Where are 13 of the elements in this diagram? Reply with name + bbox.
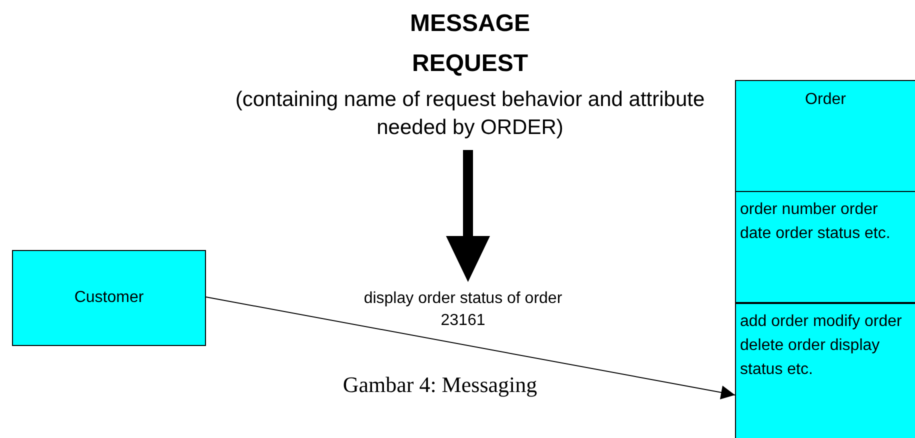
- message-title: MESSAGE REQUEST: [408, 9, 532, 79]
- edge-label: display order status of order 23161: [362, 289, 564, 331]
- member-list: add order modify order delete order display status etc.: [740, 310, 908, 382]
- block-arrow: [446, 150, 490, 282]
- object-box: [12, 250, 206, 346]
- class-name: Order: [804, 91, 847, 109]
- message-arrow: [206, 296, 736, 400]
- figure-caption: Gambar 4: Messaging: [342, 372, 538, 398]
- object-name: Customer: [73, 289, 145, 307]
- class-box: [735, 80, 915, 438]
- message-description: (containing name of request behavior and attribute needed by ORDER): [234, 87, 706, 141]
- member-list: order number order date order status etc.: [740, 198, 908, 246]
- class-compartment: [735, 191, 915, 303]
